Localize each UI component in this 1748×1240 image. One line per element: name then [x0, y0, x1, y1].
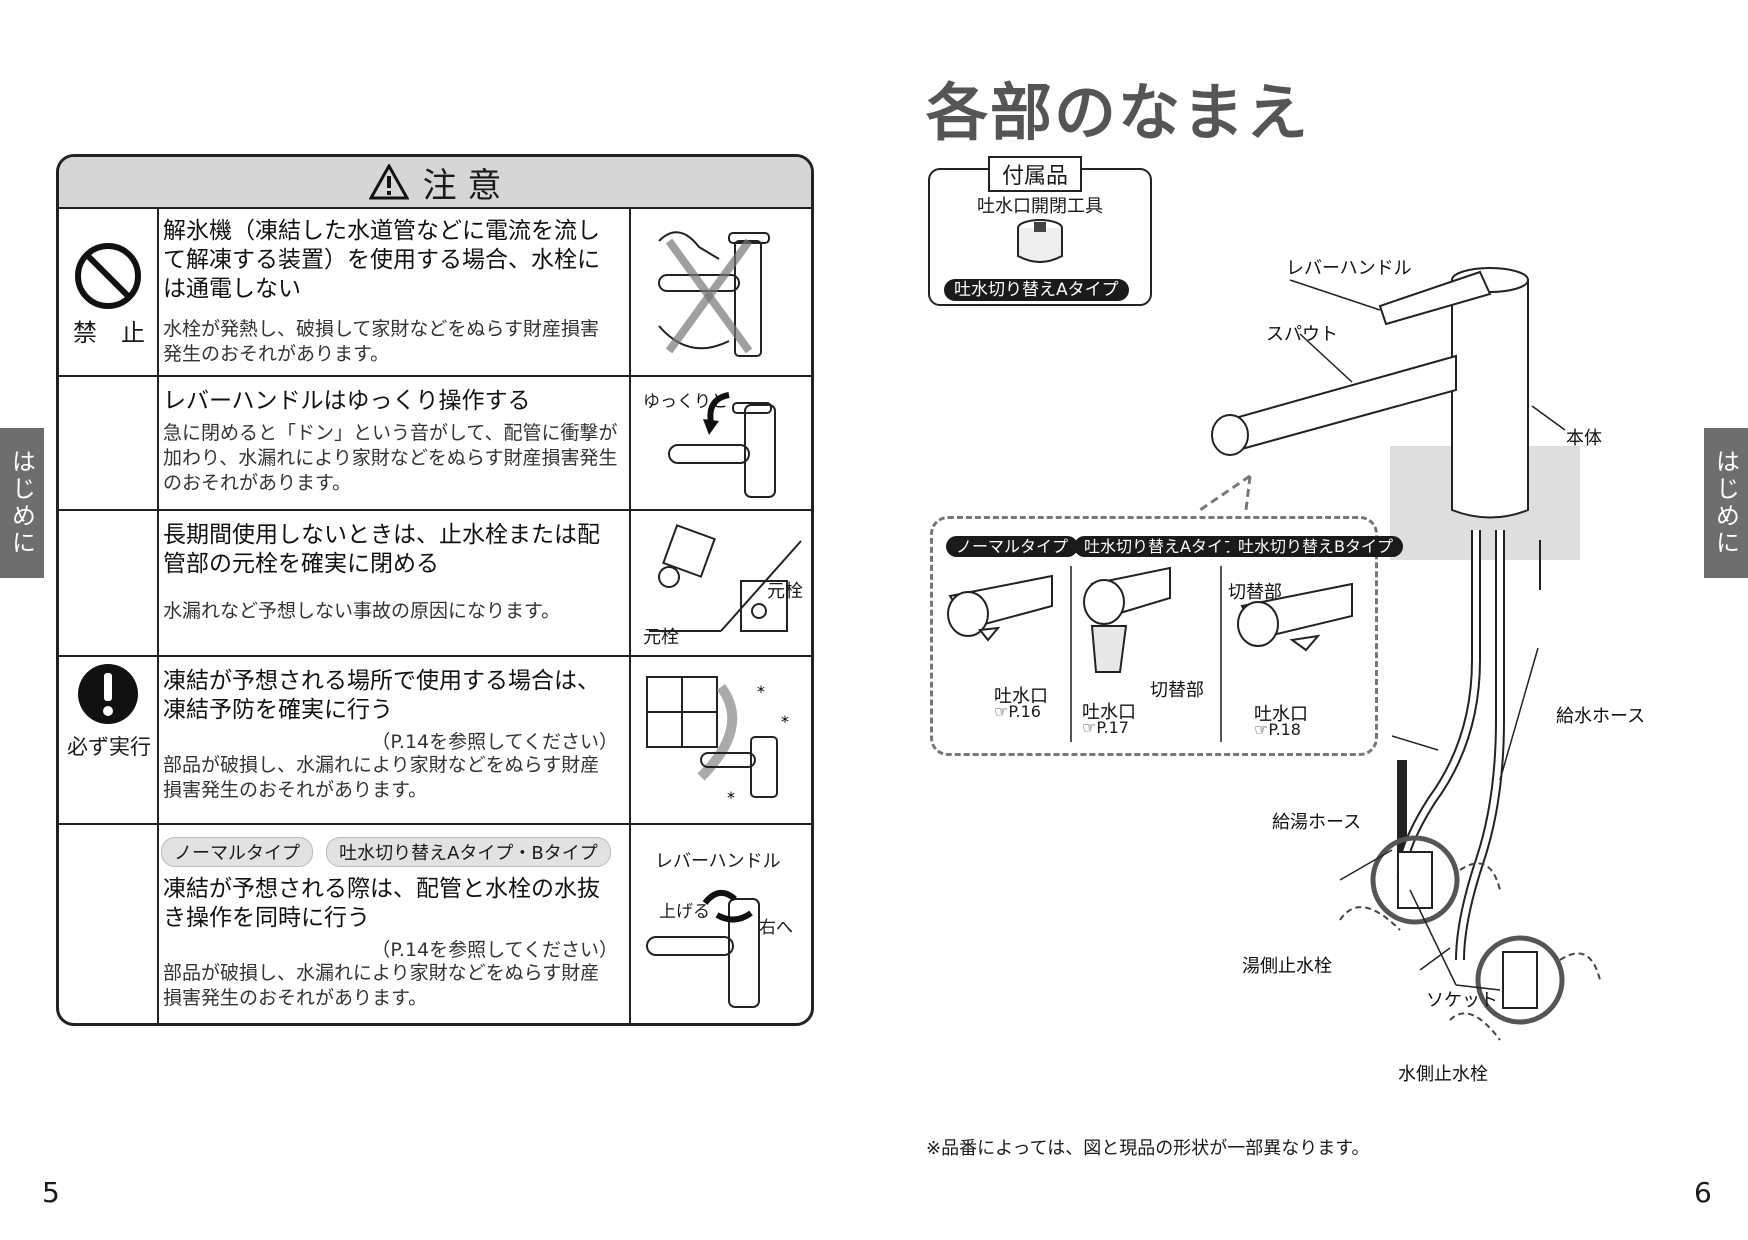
main-valve-label-1: 元栓 [643, 627, 679, 648]
caution-row-freeze: 必ず実行 凍結が予想される場所で使用する場合は、凍結予防を確実に行う （P.14… [59, 657, 811, 825]
side-tab-left: はじめに [0, 428, 44, 578]
caution-row-lever: レバーハンドルはゆっくり操作する 急に閉めると「ドン」という音がして、配管に衝撃… [59, 377, 811, 511]
type-a-page-ref: ☞P.17 [1082, 718, 1129, 737]
type-b-switch-label: 切替部 [1228, 582, 1282, 603]
label-socket: ソケット [1426, 990, 1498, 1011]
row1-sub: 水栓が発熱し、破損して家財などをぬらす財産損害発生のおそれがあります。 [163, 318, 600, 365]
type-b-page-ref: ☞P.18 [1254, 720, 1301, 739]
svg-text:*: * [781, 712, 789, 731]
row5-sub: 部品が破損し、水漏れにより家財などをぬらす財産損害発生のおそれがあります。 [163, 962, 600, 1009]
accessory-item: 吐水口開閉工具 [977, 196, 1103, 217]
page-number-left: 5 [42, 1176, 60, 1209]
prohibited-icon [75, 243, 141, 309]
label-hot-hose: 給湯ホース [1272, 812, 1362, 833]
label-supply-hose: 給水ホース [1556, 706, 1646, 727]
row3-sub: 水漏れなど予想しない事故の原因になります。 [163, 600, 561, 622]
label-hot-valve: 湯側止水栓 [1242, 956, 1332, 977]
page-title: 各部のなまえ [926, 76, 1311, 149]
spout-types-inset [930, 516, 1378, 756]
slowly-label: ゆっくりと [643, 392, 728, 412]
label-lever: レバーハンドル [1286, 258, 1412, 279]
caution-row-drain: ノーマルタイプ 吐水切り替えAタイプ・Bタイプ 凍結が予想される際は、配管と水栓… [59, 825, 811, 1023]
outlet-tool-icon [1017, 219, 1063, 263]
footnote: ※品番によっては、図と現品の形状が一部異なります。 [926, 1138, 1370, 1159]
row4-main: 凍結が予想される場所で使用する場合は、凍結予防を確実に行う [163, 668, 600, 723]
accessory-type-badge: 吐水切り替えAタイプ [944, 275, 1129, 301]
type-pills: ノーマルタイプ 吐水切り替えAタイプ・Bタイプ [161, 837, 619, 867]
row2-sub: 急に閉めると「ドン」という音がして、配管に衝撃が加わり、水漏れにより家財などをぬ… [163, 422, 618, 494]
faucet-diagram [1199, 267, 1601, 1041]
svg-text:*: * [727, 788, 735, 807]
drain-lever-label: レバーハンドル [655, 851, 781, 872]
row2-main: レバーハンドルはゆっくり操作する [163, 388, 531, 414]
lever-faucet-illustration [668, 392, 776, 498]
pill-ab: 吐水切り替えAタイプ・Bタイプ [326, 837, 611, 867]
caution-row-valve: 長期間使用しないときは、止水栓または配管部の元栓を確実に閉める 水漏れなど予想し… [59, 511, 811, 657]
type-a-switch-label: 切替部 [1150, 680, 1204, 701]
badge-type-b: 吐水切り替えBタイプ [1228, 533, 1403, 557]
row4-sub: 部品が破損し、水漏れにより家財などをぬらす財産損害発生のおそれがあります。 [163, 754, 600, 801]
svg-text:*: * [757, 682, 765, 701]
mandatory-icon [78, 664, 138, 724]
row5-ref: （P.14を参照してください） [371, 939, 618, 961]
row5-main: 凍結が予想される際は、配管と水栓の水抜き操作を同時に行う [163, 876, 600, 931]
pill-normal: ノーマルタイプ [161, 837, 313, 867]
main-valve-illustration [649, 524, 802, 632]
label-body: 本体 [1566, 428, 1602, 449]
freezing-window-illustration: * * * [646, 676, 789, 807]
normal-page-ref: ☞P.16 [994, 702, 1041, 721]
row1-main: 解氷機（凍結した水道管などに電流を流して解凍する装置）を使用する場合、水栓には通… [163, 218, 600, 302]
caution-box: 注 意 禁 止 解氷機（凍結した水道管などに電流を流して解凍する装置）を使用する… [56, 154, 814, 1026]
category-must: 必ず実行 [67, 735, 151, 759]
drain-right-label: 右へ [759, 918, 793, 938]
label-water-valve: 水側止水栓 [1398, 1064, 1488, 1085]
drain-up-label: 上げる [659, 902, 710, 922]
row3-main: 長期間使用しないときは、止水栓または配管部の元栓を確実に閉める [163, 522, 600, 577]
normal-outlet-label: 吐水口 [994, 686, 1048, 707]
category-prohibited: 禁 止 [73, 319, 145, 347]
warning-icon [368, 164, 409, 200]
type-a-outlet-label: 吐水口 [1082, 702, 1136, 723]
deicer-faucet-illustration [658, 231, 770, 357]
caution-row-deicer: 禁 止 解氷機（凍結した水道管などに電流を流して解凍する装置）を使用する場合、水… [59, 207, 811, 377]
drain-faucet-illustration [646, 890, 760, 1008]
caution-title: 注 意 [422, 165, 502, 206]
accessory-title: 付属品 [988, 156, 1083, 192]
badge-normal: ノーマルタイプ [946, 533, 1079, 557]
badge-type-a: 吐水切り替えAタイプ [1074, 533, 1249, 557]
spout-type-illustrations [947, 566, 1353, 673]
page-number-right: 6 [1694, 1176, 1712, 1209]
type-b-outlet-label: 吐水口 [1254, 704, 1308, 725]
row4-ref: （P.14を参照してください） [371, 731, 618, 753]
side-tab-right: はじめに [1704, 428, 1748, 578]
main-valve-label-2: 元栓 [767, 581, 803, 602]
caution-header: 注 意 [59, 157, 811, 209]
label-spout: スパウト [1266, 324, 1338, 345]
